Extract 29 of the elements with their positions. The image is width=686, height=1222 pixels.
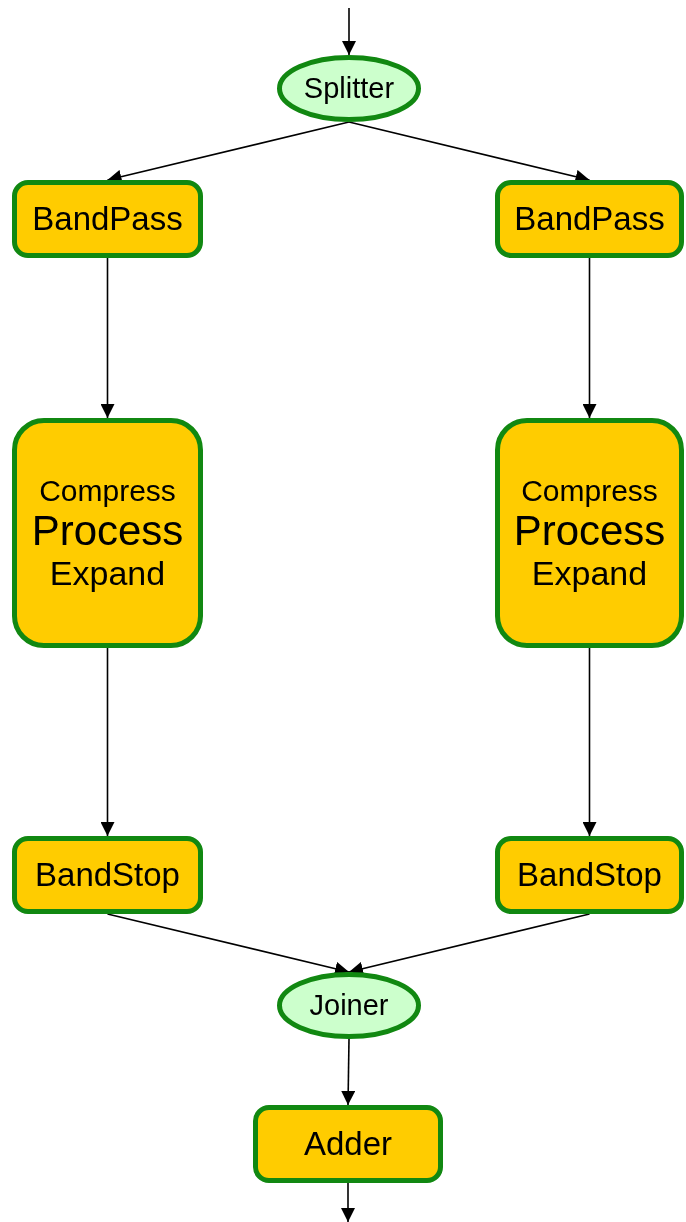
node-label: Expand [531,554,648,593]
node-label: BandPass [514,200,665,238]
arrow [100,257,115,419]
ellipse-node [277,55,421,122]
node-label: Joiner [309,989,389,1022]
process-box [495,418,684,648]
node-label: Splitter [303,72,395,105]
node-label: Compress [521,473,658,508]
process-box [12,418,203,648]
arrow [582,647,597,837]
node-label: BandStop [35,856,180,894]
process-box [12,836,203,914]
node-label: Adder [303,1125,393,1163]
process-box [12,180,203,258]
process-box [253,1105,443,1183]
node-label: Process [31,507,184,555]
node-label: BandStop [517,856,662,894]
arrow [341,1038,356,1106]
node-label: Expand [49,554,166,593]
node-label: BandPass [32,200,183,238]
arrow [582,257,597,419]
process-box [495,836,684,914]
arrow [100,647,115,837]
process-box [495,180,684,258]
ellipse-node [277,972,421,1039]
arrow [341,1182,355,1222]
node-label: Process [513,507,666,555]
node-label: Compress [39,473,176,508]
arrow [342,7,356,56]
